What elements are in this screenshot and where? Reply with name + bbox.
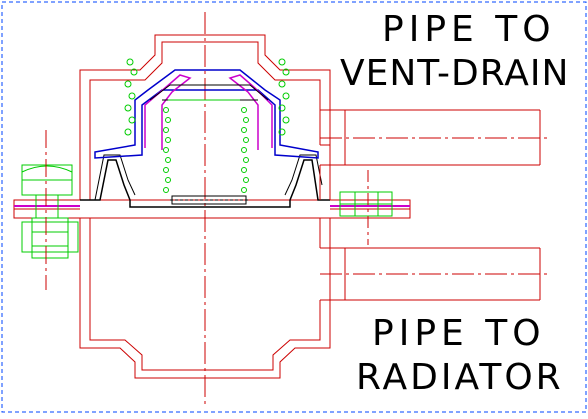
float-cap (94, 69, 319, 159)
cap-crown (149, 84, 269, 101)
flange (13, 199, 411, 219)
left-bolt (21, 164, 79, 259)
upper-body-outer (79, 34, 331, 200)
radiator-pipe (320, 247, 541, 301)
right-bolt (339, 191, 393, 217)
radiator-label-line1: PIPE TO (372, 313, 546, 354)
lower-body-outer (79, 218, 331, 379)
radiator-label-line2: RADIATOR (356, 357, 564, 398)
diaphragm-bellows-inner (94, 154, 323, 201)
vent-label-line1: PIPE TO (382, 9, 556, 50)
pipe-ports (319, 165, 331, 248)
valve-disc (171, 195, 247, 205)
vent-label-line2: VENT-DRAIN (340, 53, 570, 94)
upper-body-inner (89, 41, 321, 200)
lower-body-inner (89, 218, 321, 371)
cap-lining (144, 74, 273, 150)
spring-coils (124, 58, 290, 193)
diaphragm-bellows (80, 159, 330, 208)
